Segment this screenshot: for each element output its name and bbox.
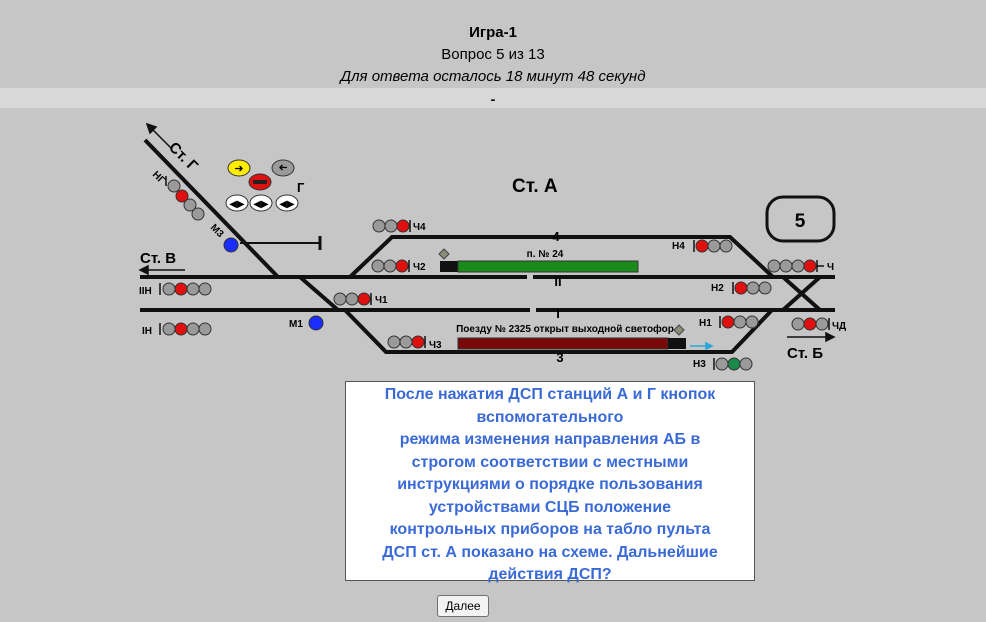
question-number-badge — [765, 195, 836, 243]
timer-text: Для ответа осталось 18 минут 48 секунд — [340, 68, 646, 85]
signal-ch4 — [372, 219, 411, 233]
block-label-g: Г — [297, 180, 305, 195]
train-2325-direction-icon — [690, 341, 714, 351]
train-2325-head — [668, 338, 686, 349]
label-in: IН — [142, 326, 152, 337]
signal-n3 — [713, 357, 753, 371]
signal-ch1 — [333, 292, 372, 306]
signal-iin — [159, 282, 212, 296]
crossover-left — [298, 275, 340, 312]
direction-st-b: Ст. Б — [787, 345, 823, 362]
label-n2: Н2 — [711, 283, 724, 294]
label-ch4: Ч4 — [413, 222, 426, 233]
label-n4: Н4 — [672, 241, 685, 252]
label-iin: IIН — [139, 286, 152, 297]
question-number: 5 — [795, 211, 806, 232]
label-n1: Н1 — [699, 318, 712, 329]
direction-st-g: Ст. Г — [165, 139, 201, 175]
signal-chd — [791, 317, 830, 331]
train-24-body — [457, 260, 639, 273]
signal-ch — [767, 259, 824, 273]
label-m3: М3 — [208, 222, 226, 240]
label-ch: Ч — [827, 262, 834, 273]
signal-ch2 — [371, 259, 410, 273]
status-bar: - — [0, 88, 986, 108]
station-scheme: Ст. Г Ст. В Ст. Б Ст. А 5 ➜ ➜ ◀▶ ◀▶ ◀▶ Г… — [138, 122, 846, 371]
track-label-4: 4 — [552, 229, 560, 244]
label-chd: ЧД — [832, 321, 846, 332]
question-line: строгом соответствии с местными — [411, 453, 689, 471]
signal-in — [159, 322, 212, 336]
signal-ng — [165, 176, 205, 221]
train-24-label: п. № 24 — [527, 249, 564, 260]
track-label-ii: II — [554, 274, 561, 289]
track-label-i: I — [556, 306, 560, 321]
track-4 — [348, 235, 775, 279]
signal-m1 — [308, 315, 324, 331]
next-button[interactable]: Далее — [437, 595, 489, 617]
direction-st-v: Ст. В — [140, 250, 176, 267]
signal-n2 — [732, 281, 772, 295]
crossover-right-b — [781, 275, 822, 312]
svg-text:◀▶: ◀▶ — [229, 199, 245, 210]
game-title: Игра-1 — [469, 24, 517, 41]
svg-text:◀▶: ◀▶ — [279, 199, 295, 210]
question-line: режима изменения направления АБ в — [399, 431, 701, 448]
question-line: контрольных приборов на табло пульта — [389, 521, 711, 538]
track-label-3: 3 — [556, 350, 563, 365]
track-3 — [343, 308, 774, 354]
question-line: После нажатия ДСП станций А и Г кнопок — [384, 386, 716, 403]
station-label: Ст. А — [512, 176, 558, 197]
label-ch3: Ч3 — [429, 340, 442, 351]
train-2325-body — [457, 337, 669, 350]
label-ng: НГ — [150, 169, 167, 186]
question-text-box: После нажатия ДСП станций А и Г кнопок в… — [345, 381, 755, 583]
svg-text:◀▶: ◀▶ — [253, 199, 269, 210]
question-counter: Вопрос 5 из 13 — [441, 46, 545, 63]
question-line: устройствами СЦБ положение — [428, 498, 672, 516]
label-ch2: Ч2 — [413, 262, 426, 273]
train-24-head — [440, 261, 458, 272]
direction-block-indicators: ➜ ➜ ◀▶ ◀▶ ◀▶ — [225, 159, 299, 212]
label-m1: М1 — [289, 319, 303, 330]
label-n3: Н3 — [693, 359, 706, 370]
signal-m3 — [223, 237, 239, 253]
question-line: вспомогательного — [476, 408, 624, 426]
label-ch1: Ч1 — [375, 295, 388, 306]
train-2325-label: Поезду № 2325 открыт выходной светофор — [456, 323, 674, 335]
svg-text:➜: ➜ — [234, 163, 243, 175]
signal-n1 — [719, 315, 759, 329]
svg-text:➜: ➜ — [278, 161, 287, 173]
question-line: ДСП ст. А показано на схеме. Дальнейшие — [382, 543, 718, 561]
signal-n4 — [693, 239, 733, 253]
question-line: действия ДСП? — [488, 566, 612, 583]
track-st-g-line — [143, 138, 280, 279]
signal-ch3 — [387, 335, 426, 349]
question-line: инструкциями о порядке пользования — [397, 476, 703, 493]
